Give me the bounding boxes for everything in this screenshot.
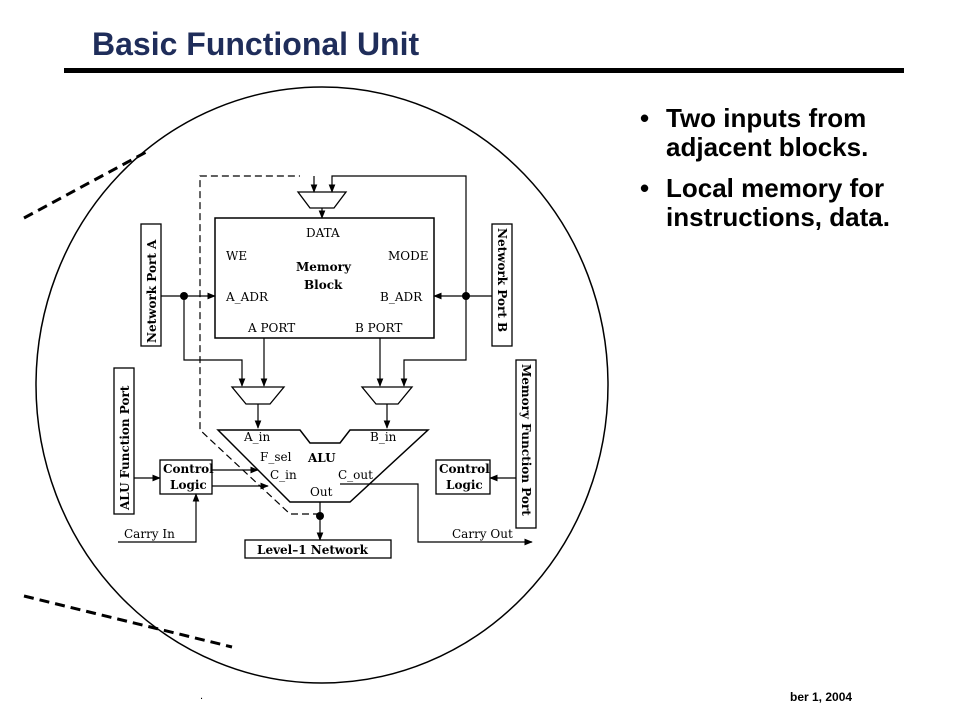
- alu-function-port-label: ALU Function Port: [118, 385, 132, 511]
- alu-c-in: C_in: [270, 468, 297, 482]
- slide-title: Basic Functional Unit: [92, 26, 420, 62]
- carry-out-label: Carry Out: [452, 527, 513, 541]
- alu-out: Out: [310, 485, 333, 499]
- network-port-a-label: Network Port A: [145, 239, 159, 343]
- pin-we: WE: [226, 249, 247, 263]
- memory-block-title: Memory: [296, 260, 352, 274]
- alu-f-sel: F_sel: [260, 450, 292, 464]
- control-logic-right-line1: Control: [439, 462, 490, 476]
- level1-network-label: Level–1 Network: [257, 543, 369, 557]
- level1-network: [244, 539, 392, 559]
- magnifier-circle: [35, 86, 609, 684]
- pin-mode: MODE: [388, 249, 429, 263]
- pin-a-adr: A_ADR: [225, 290, 269, 304]
- alu-title: ALU: [307, 451, 336, 465]
- zoom-line-top: [23, 148, 151, 220]
- network-port-a: [140, 223, 162, 347]
- pin-b-port: B PORT: [355, 321, 402, 335]
- carry-in-label: Carry In: [124, 527, 175, 541]
- alu-c-out: C_out: [338, 468, 373, 482]
- top-mux: [296, 191, 348, 209]
- mux-b: [360, 386, 414, 405]
- memory-function-port-label: Memory Function Port: [519, 364, 533, 516]
- pin-data: DATA: [306, 226, 340, 240]
- memory-block-subtitle: Block: [304, 278, 343, 292]
- footer-left-mark: .: [200, 690, 204, 702]
- memory-block: [214, 217, 435, 339]
- bullet-list: Two inputs from adjacent blocks. Local m…: [638, 104, 956, 244]
- junction-dot: [316, 512, 324, 520]
- footer-date: ber 1, 2004: [790, 690, 853, 704]
- pin-a-port: A PORT: [247, 321, 295, 335]
- control-logic-right: [435, 459, 491, 495]
- control-logic-left: [159, 459, 213, 495]
- network-port-b-label: Network Port B: [495, 228, 509, 332]
- pin-b-adr: B_ADR: [380, 290, 423, 304]
- control-logic-right-line2: Logic: [446, 478, 483, 492]
- bullet-item: Two inputs from adjacent blocks.: [638, 104, 956, 162]
- zoom-line-bottom: [23, 594, 233, 649]
- memory-function-port: [515, 359, 537, 529]
- mux-a: [230, 386, 286, 405]
- control-logic-left-line1: Control: [163, 462, 214, 476]
- network-port-b: [491, 223, 513, 347]
- control-logic-left-line2: Logic: [170, 478, 207, 492]
- feedback-dashed-path: [199, 175, 320, 515]
- alu-function-port: [113, 367, 135, 515]
- alu-a-in: A_in: [243, 430, 271, 444]
- bullet-item: Local memory for instructions, data.: [638, 174, 956, 232]
- alu-b-in: B_in: [370, 430, 397, 444]
- title-rule: [64, 68, 904, 73]
- alu: [216, 429, 430, 503]
